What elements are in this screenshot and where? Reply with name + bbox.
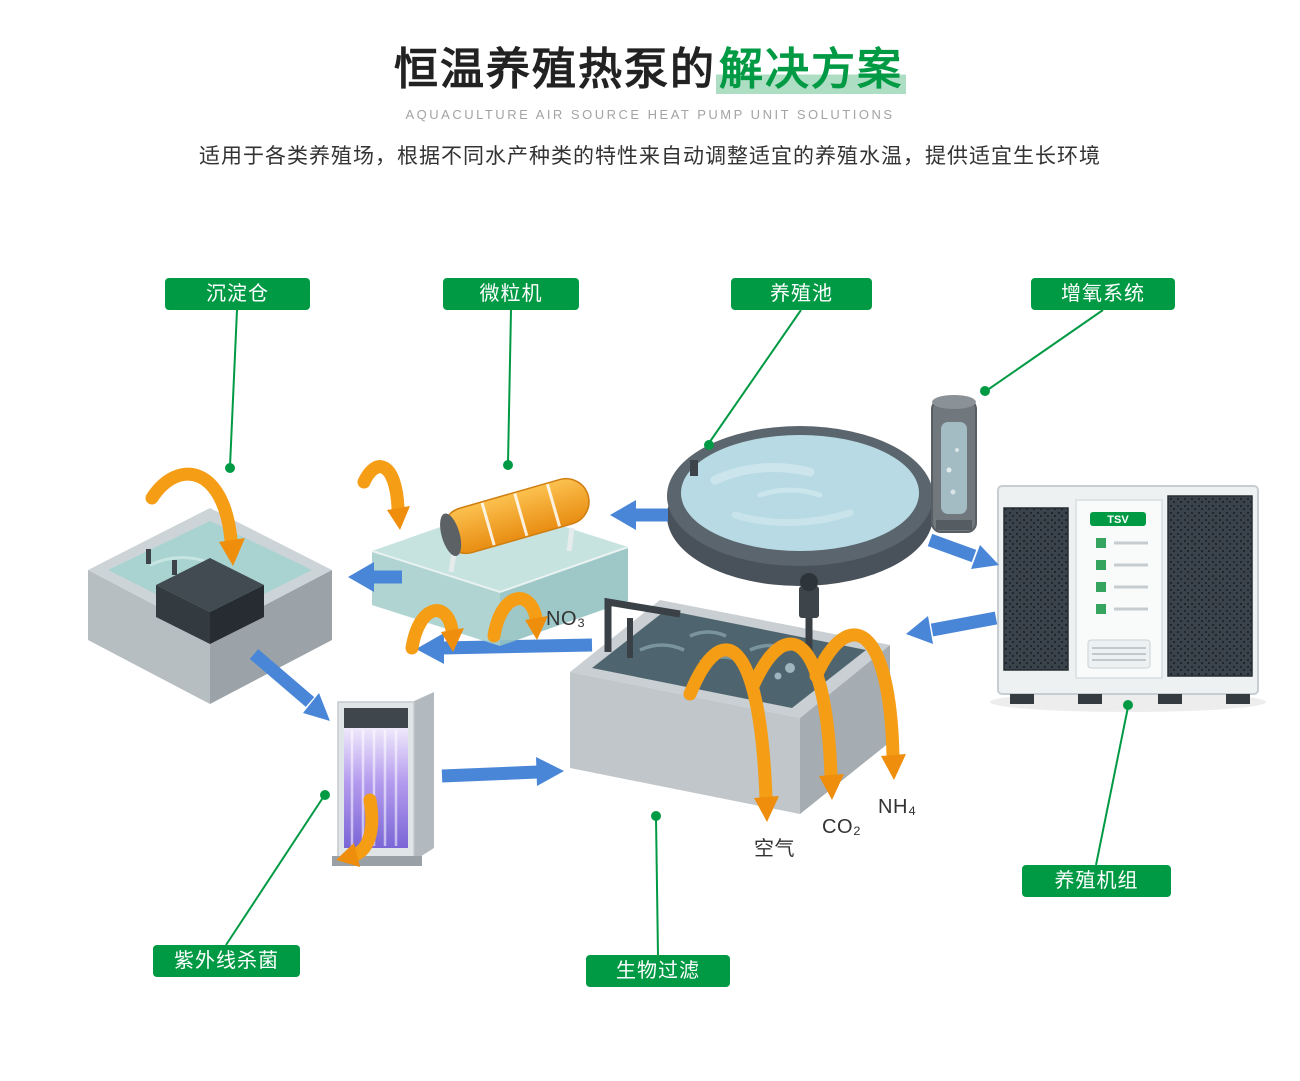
page-title: 恒温养殖热泵的解决方案 (0, 44, 1300, 97)
sedimentation-tank-illustration (88, 508, 332, 704)
chem-label-nh4: NH₄ (878, 796, 917, 818)
label-oxygen-system: 增氧系统 (1031, 278, 1175, 310)
header: 恒温养殖热泵的解决方案 AQUACULTURE AIR SOURCE HEAT … (0, 0, 1300, 170)
chem-label-air: 空气 (754, 838, 795, 860)
flow-arrows (249, 500, 999, 786)
flow-arrow-bio-to-loop (416, 633, 593, 664)
heat-pump-illustration: TSV (990, 485, 1266, 712)
label-sedimentation: 沉淀仓 (165, 278, 310, 310)
chem-label-no3: NO₃ (546, 608, 586, 630)
page-title-accent: 解决方案 (716, 45, 906, 94)
label-leader-lines (225, 309, 1129, 956)
page-subtitle: AQUACULTURE AIR SOURCE HEAT PUMP UNIT SO… (405, 106, 895, 122)
uv-sterilizer-illustration (332, 692, 434, 866)
page-description: 适用于各类养殖场，根据不同水产种类的特性来自动调整适宜的养殖水温，提供适宜生长环… (199, 144, 1101, 168)
page-title-main: 恒温养殖热泵的 (394, 45, 716, 94)
label-breeding-unit: 养殖机组 (1022, 865, 1171, 897)
chem-label-co2: CO₂ (822, 816, 862, 838)
label-uv-sterilizer: 紫外线杀菌 (153, 945, 300, 977)
oxygen-column-illustration (931, 395, 977, 533)
circulation-arrows (145, 460, 900, 863)
bio-filter-illustration (570, 573, 890, 814)
label-breeding-pond: 养殖池 (731, 278, 872, 310)
circulation-arrowheads (219, 506, 906, 867)
breeding-pond-illustration (667, 426, 933, 586)
heat-pump-brand: TSV (1107, 514, 1129, 526)
label-bio-filter: 生物过滤 (586, 955, 730, 987)
label-particle-machine: 微粒机 (443, 278, 579, 310)
label-leader-dots (225, 386, 1133, 821)
